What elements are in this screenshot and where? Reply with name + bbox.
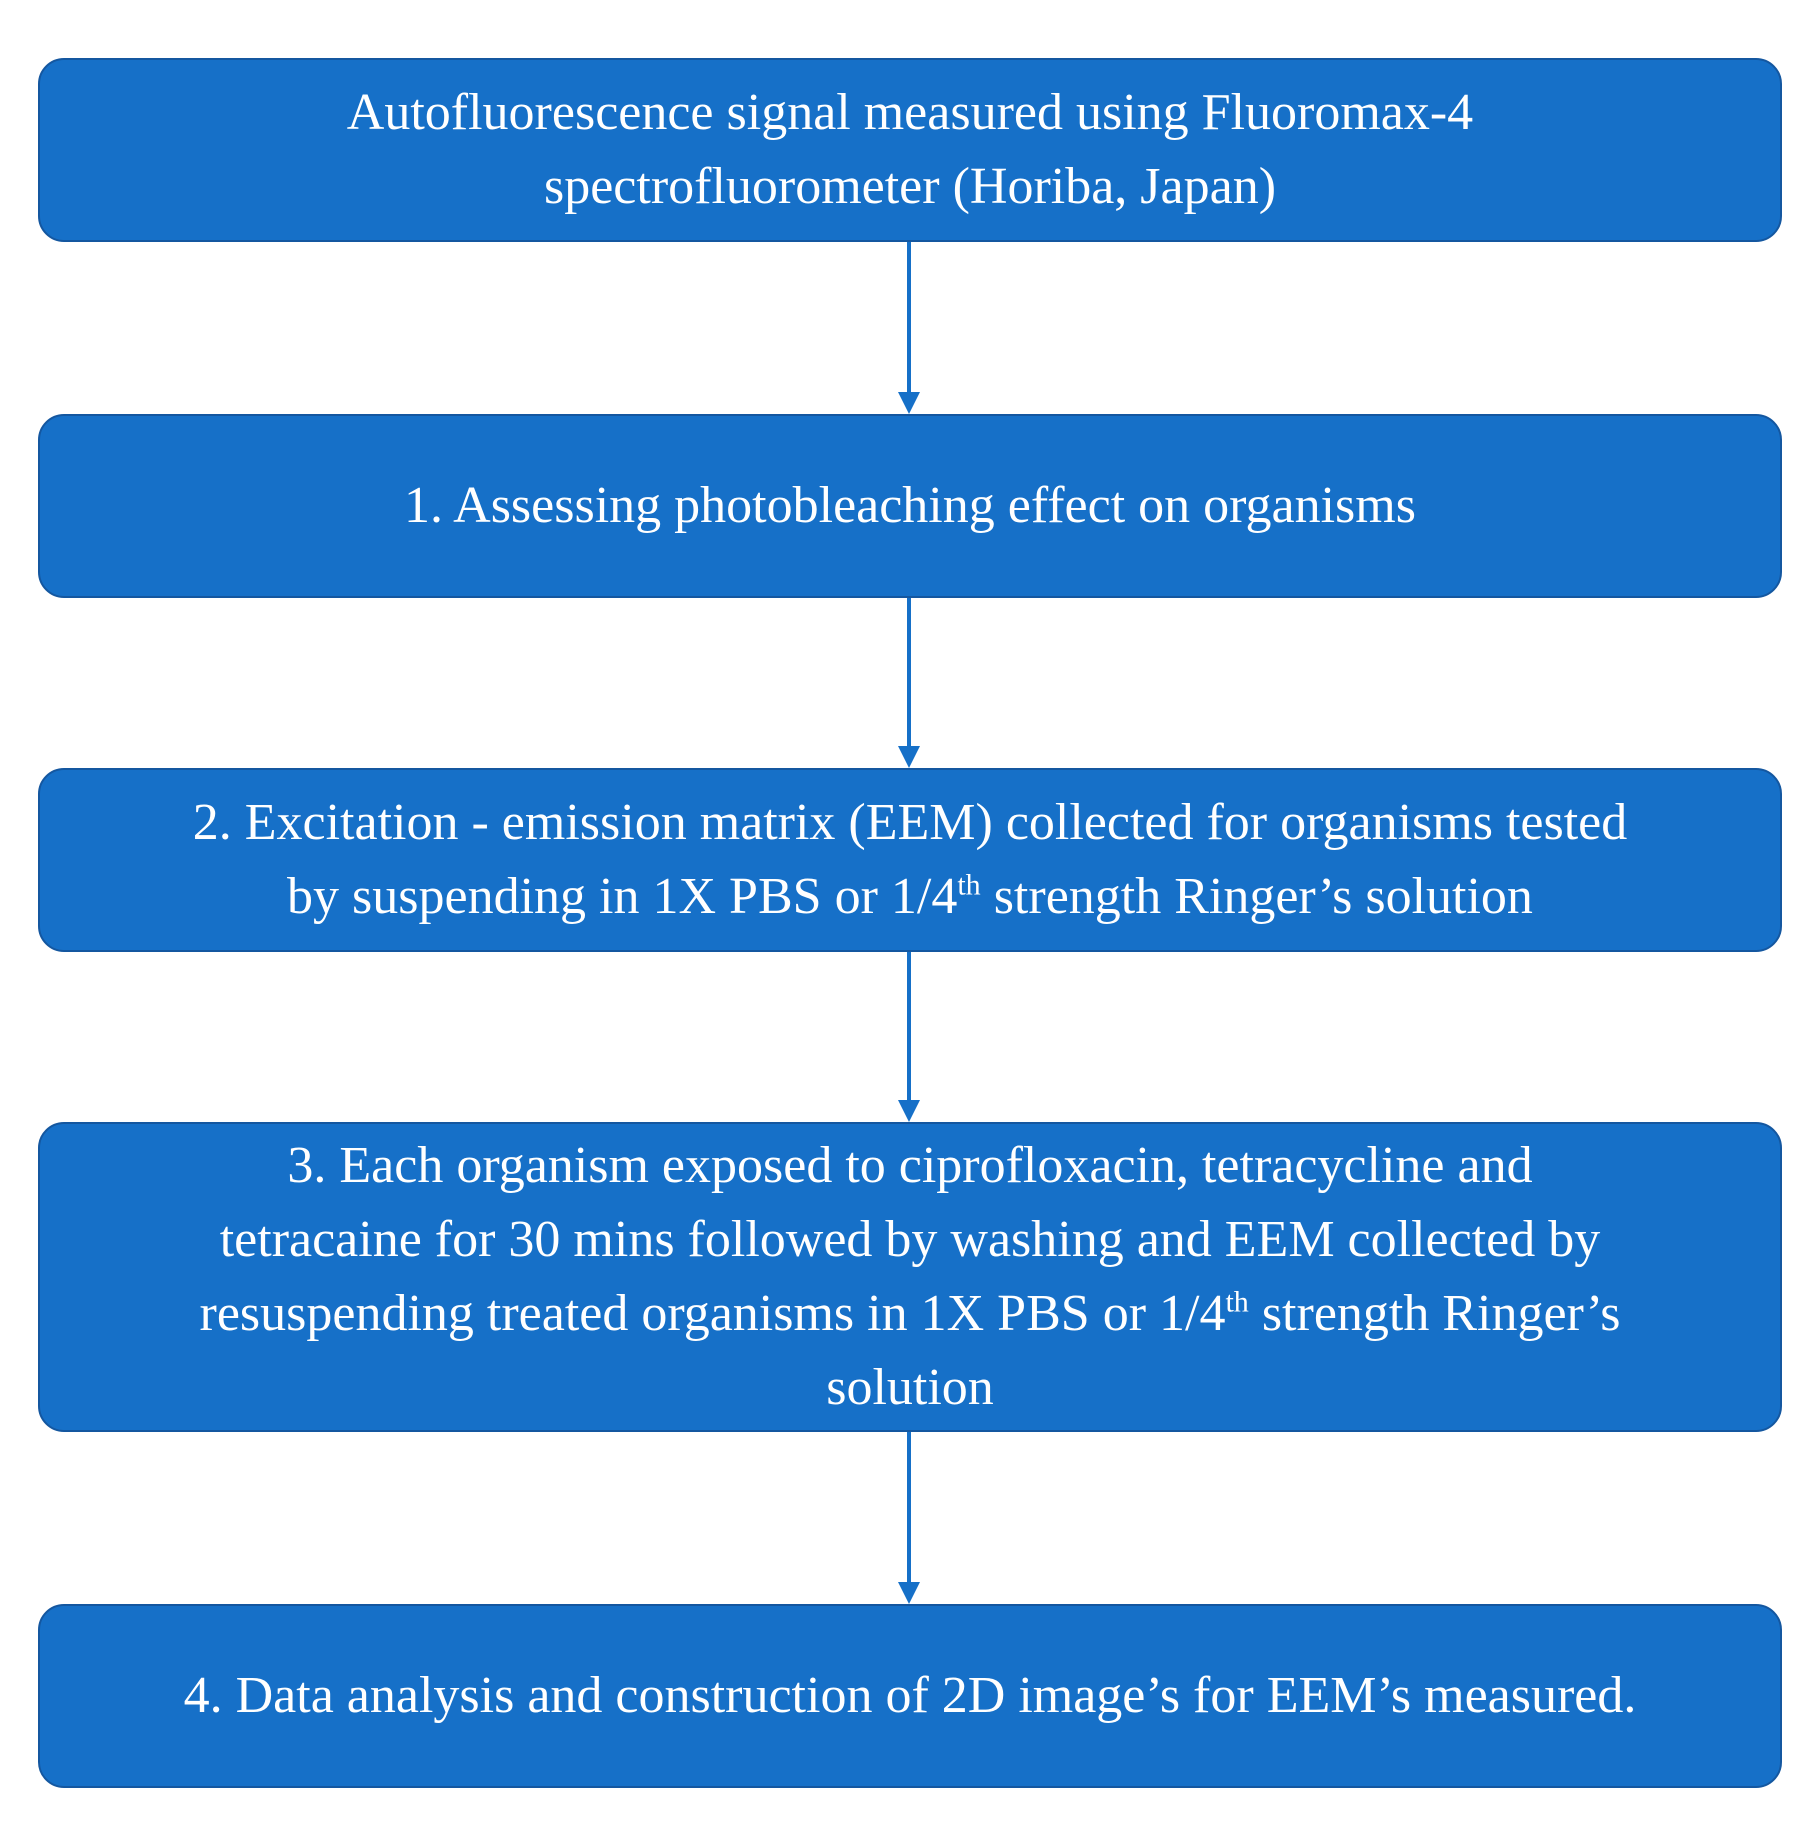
step-line: spectrofluorometer (Horiba, Japan) [543,158,1277,215]
step-line-text-after: strength Ringer’s [1248,1285,1621,1342]
down-arrow-icon [882,952,936,1122]
arrow-head [898,392,920,414]
down-arrow-graphic [898,1432,920,1604]
step-text: 3. Each organism exposed to ciprofloxaci… [200,1129,1621,1425]
step-line-text-after: strength Ringer’s solution [980,868,1533,925]
step-box-2: 2. Excitation - emission matrix (EEM) co… [38,768,1782,952]
step-line-text: resuspending treated organisms in 1X PBS… [199,1285,1226,1342]
step-line: solution [826,1359,994,1416]
step-line: 3. Each organism exposed to ciprofloxaci… [287,1137,1533,1194]
step-text: 1. Assessing photobleaching effect on or… [404,469,1416,543]
down-arrow-graphic [898,598,920,768]
down-arrow-icon [882,598,936,768]
down-arrow-graphic [898,242,920,414]
step-line: 2. Excitation - emission matrix (EEM) co… [192,794,1628,851]
down-arrow-graphic [898,952,920,1122]
step-text: 4. Data analysis and construction of 2D … [184,1659,1637,1733]
step-line: by suspending in 1X PBS or 1/4th strengt… [193,860,1627,934]
step-text: Autofluorescence signal measured using F… [347,76,1473,224]
step-line: Autofluorescence signal measured using F… [346,84,1474,141]
superscript-text: th [957,868,981,902]
arrow-head [898,1100,920,1122]
step-box-3: 3. Each organism exposed to ciprofloxaci… [38,1122,1782,1432]
step-box-1: 1. Assessing photobleaching effect on or… [38,414,1782,598]
step-box-intro: Autofluorescence signal measured using F… [38,58,1782,242]
step-box-4: 4. Data analysis and construction of 2D … [38,1604,1782,1788]
superscript-text: th [1225,1285,1249,1319]
step-line: tetracaine for 30 mins followed by washi… [219,1211,1601,1268]
down-arrow-icon [882,242,936,414]
step-line: 4. Data analysis and construction of 2D … [183,1667,1637,1724]
down-arrow-icon [882,1432,936,1604]
arrow-head [898,1582,920,1604]
arrow-head [898,746,920,768]
step-line: resuspending treated organisms in 1X PBS… [200,1277,1621,1351]
step-line-text: by suspending in 1X PBS or 1/4 [287,868,958,925]
step-line: 1. Assessing photobleaching effect on or… [404,477,1416,534]
step-text: 2. Excitation - emission matrix (EEM) co… [193,786,1627,934]
